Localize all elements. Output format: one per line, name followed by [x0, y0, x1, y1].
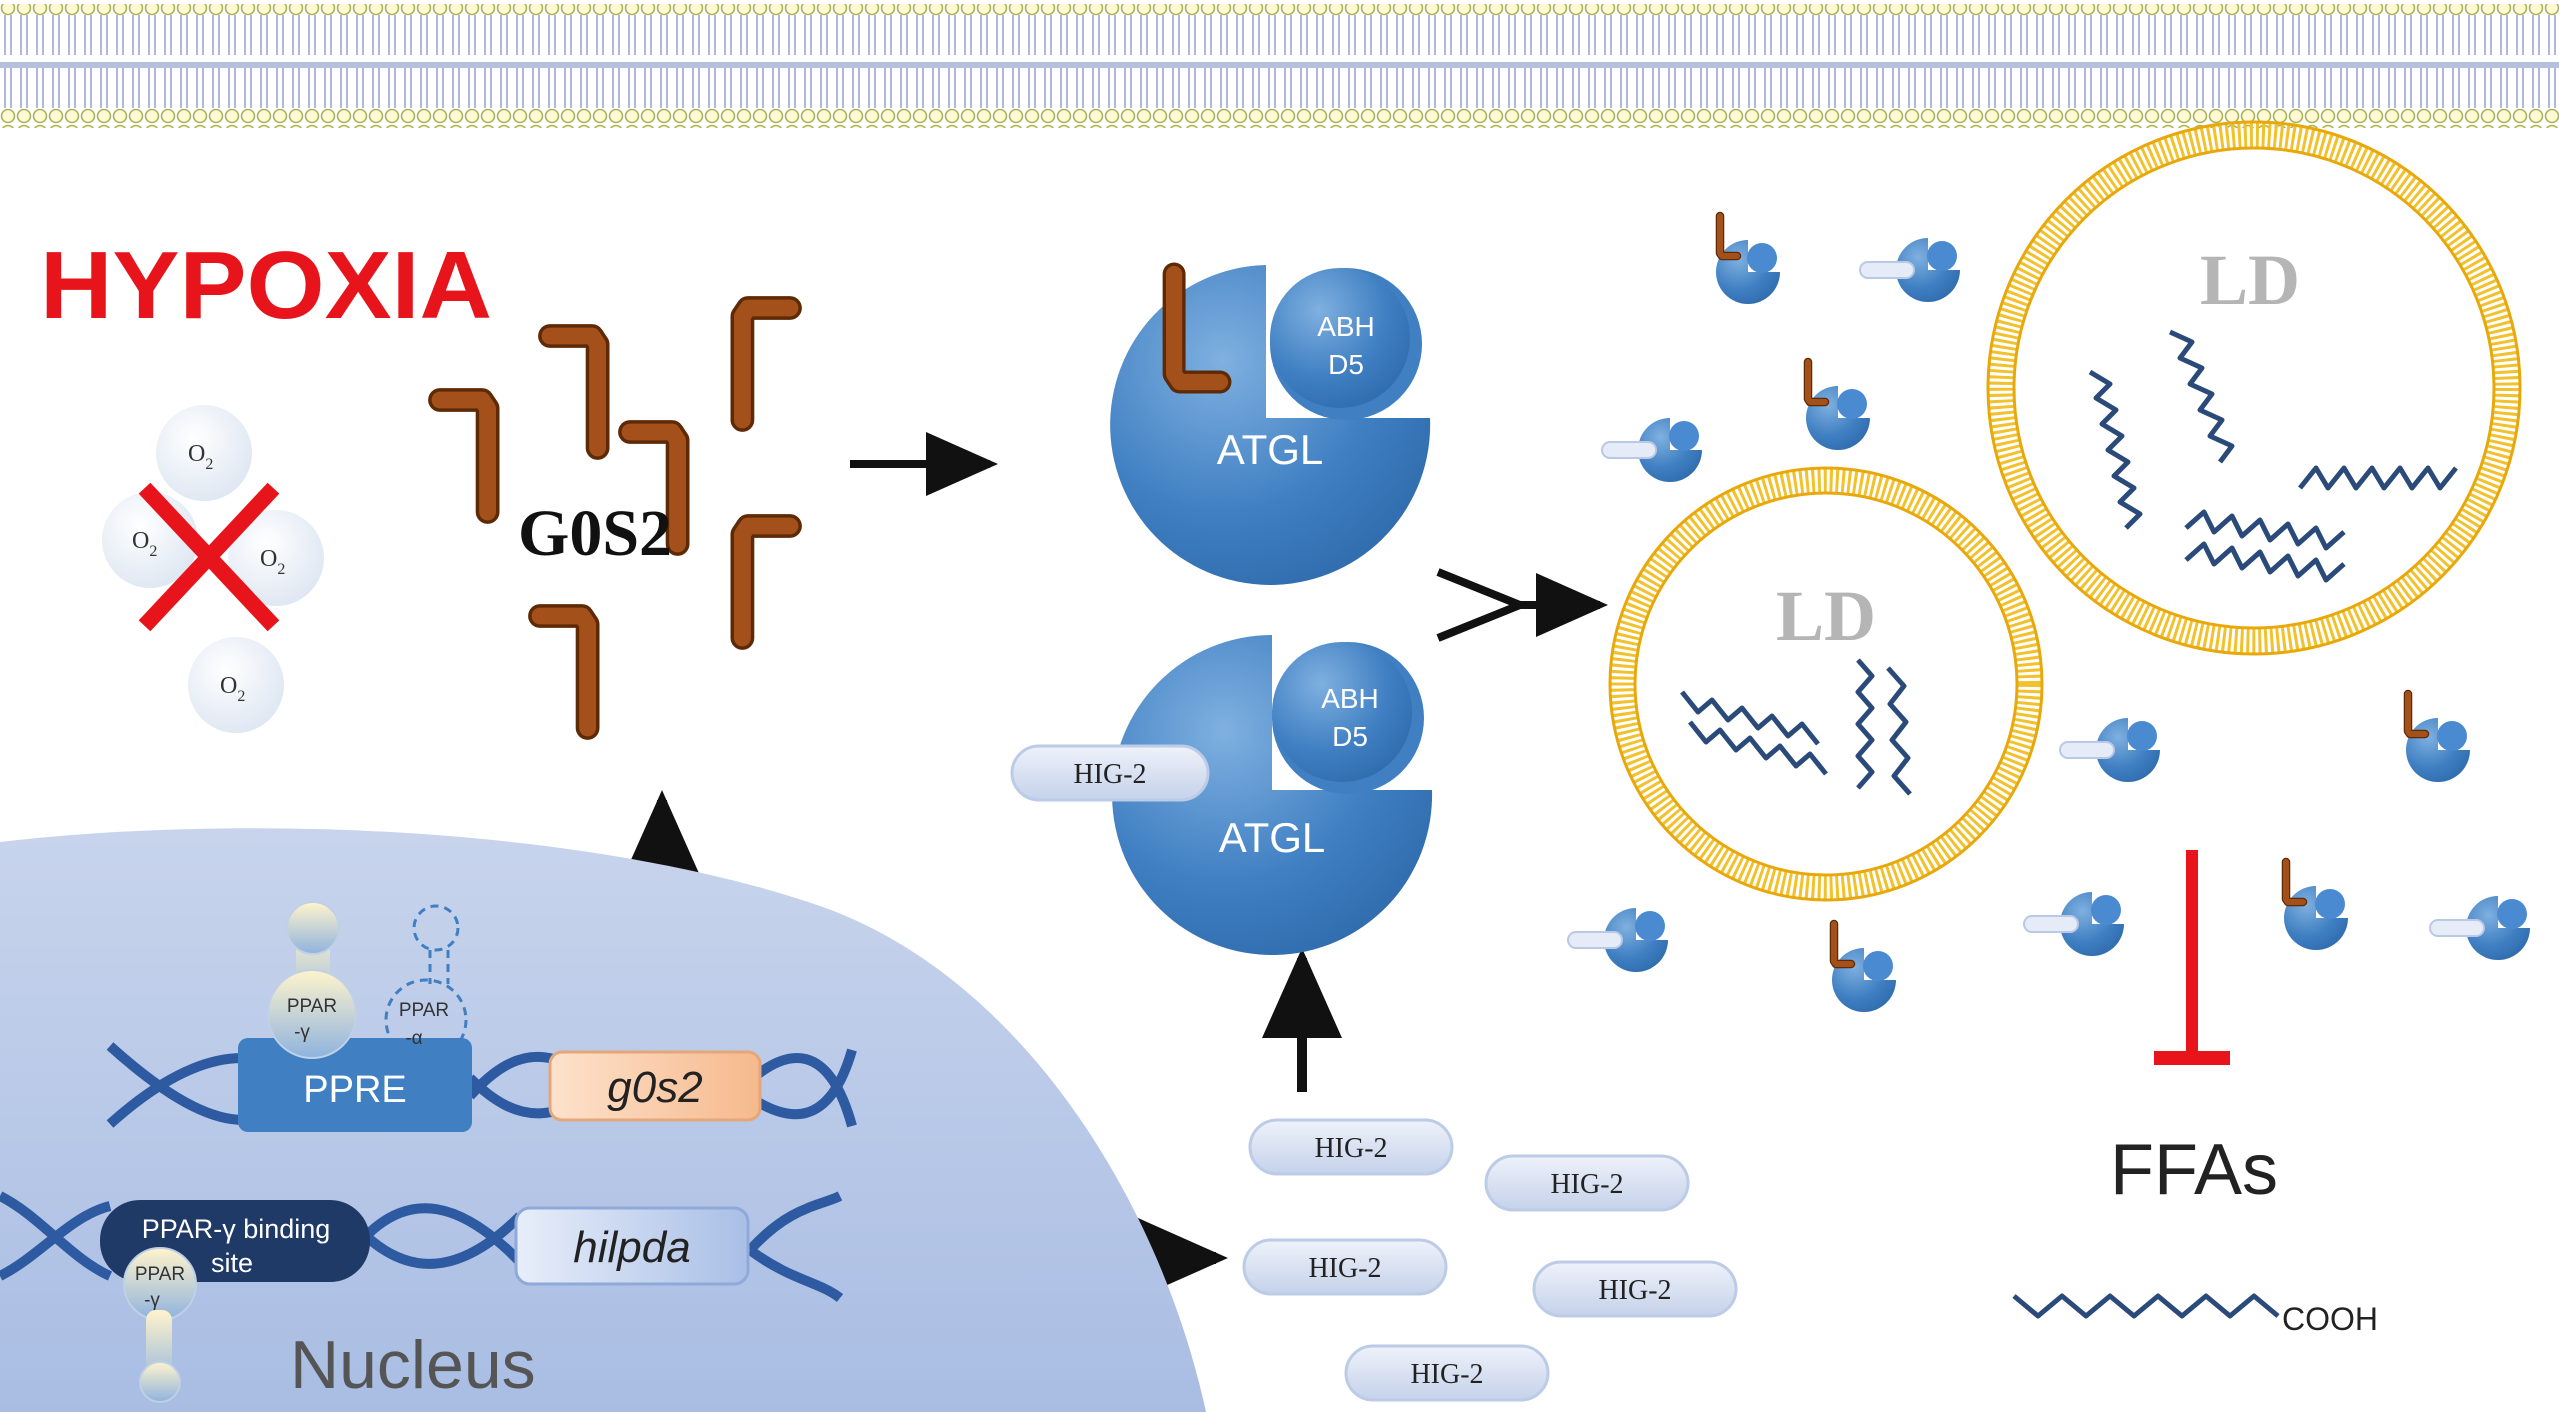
nucleus-label: Nucleus	[290, 1327, 536, 1403]
ld-label: LD	[1776, 576, 1876, 656]
hig2-bound	[1010, 744, 1210, 802]
g0s2-gene-label: g0s2	[607, 1063, 702, 1112]
atgl-label: ATGL	[1217, 426, 1324, 473]
svg-text:HIG-2: HIG-2	[1308, 1253, 1381, 1284]
atgl-complex-bottom: ABH D5 ATGL HIG-2	[1010, 635, 1433, 955]
cell-membrane	[0, 4, 2559, 128]
binding-site-label: site	[211, 1248, 253, 1278]
hilpda-gene-box	[514, 1206, 750, 1286]
svg-text:PPAR: PPAR	[135, 1264, 185, 1285]
ffas-label: FFAs	[2110, 1130, 2278, 1210]
svg-text:-γ: -γ	[144, 1290, 160, 1311]
atgl-label: ATGL	[1219, 814, 1326, 861]
ld-label: LD	[2200, 240, 2300, 320]
g0s2-protein	[550, 336, 598, 448]
g0s2-protein	[742, 308, 790, 420]
g0s2-protein	[540, 616, 588, 728]
svg-text:HIG-2: HIG-2	[1314, 1133, 1387, 1164]
hig2-pill: HIG-2	[1242, 1238, 1448, 1296]
oxygen-molecules: O2 O2 O2 O2	[102, 405, 324, 733]
svg-text:O2: O2	[132, 528, 157, 560]
fatty-acid-chain	[2012, 1293, 2280, 1319]
lipase-complexes	[1567, 216, 2530, 1012]
nucleus: Nucleus PPRE g0s2 PPAR -γ PP	[0, 828, 1206, 1412]
svg-text:HIG-2: HIG-2	[1598, 1275, 1671, 1306]
hig2-pill: HIG-2	[1532, 1260, 1738, 1318]
abhd5-label: D5	[1328, 349, 1364, 380]
svg-text:O2: O2	[220, 673, 245, 705]
ppar-gamma-factor-2: PPAR -γ	[123, 1247, 197, 1403]
dna-strand-hilpda	[0, 1191, 844, 1303]
lipid-droplet-small: LD	[1608, 466, 2044, 902]
ppar-gamma-factor: PPAR -γ	[267, 901, 357, 1059]
svg-text:HIG-2: HIG-2	[1410, 1359, 1483, 1390]
svg-text:HIG-2: HIG-2	[1550, 1169, 1623, 1200]
fatty-acid-chains	[1680, 658, 1912, 796]
ppar-alpha-label: PPAR	[399, 1000, 449, 1021]
abhd5-label: ABH	[1317, 311, 1375, 342]
hig2-pill: HIG-2	[1344, 1344, 1550, 1402]
svg-text:-γ: -γ	[294, 1022, 310, 1043]
hig2-pill: HIG-2	[1484, 1154, 1690, 1212]
binding-site-label: PPAR-γ binding	[142, 1214, 331, 1244]
hypoxia-title: HYPOXIA	[40, 232, 492, 339]
cooh-label: COOH	[2282, 1301, 2378, 1337]
cross-icon	[138, 482, 280, 632]
o2-molecule: O2	[188, 637, 284, 733]
abhd5-label: ABH	[1321, 683, 1379, 714]
ppre-label: PPRE	[303, 1069, 406, 1111]
ppar-alpha-factor	[384, 904, 468, 1062]
arrow-complexes-to-ld	[1436, 568, 1608, 642]
ppre-box	[238, 1038, 472, 1132]
svg-text:O2: O2	[188, 441, 213, 473]
o2-molecule: O2	[156, 405, 252, 501]
g0s2-protein	[742, 526, 790, 638]
hig2-free: HIG-2 HIG-2 HIG-2 HIG-2 HIG-2	[1242, 1118, 1738, 1402]
g0s2-label: G0S2	[518, 497, 672, 570]
g0s2-protein	[440, 400, 488, 512]
ppar-alpha-label: -α	[405, 1028, 422, 1049]
svg-text:HIG-2: HIG-2	[1073, 759, 1146, 790]
hig2-pill: HIG-2	[1248, 1118, 1454, 1176]
lipid-droplet-large: LD	[1986, 120, 2522, 656]
svg-text:PPAR: PPAR	[287, 996, 337, 1017]
svg-text:O2: O2	[260, 546, 285, 578]
g0s2-gene-box	[548, 1050, 762, 1122]
inhibition-icon	[2154, 850, 2230, 1065]
fatty-acid-chains	[2088, 329, 2458, 583]
hilpda-gene-label: hilpda	[573, 1223, 690, 1272]
atgl-complex-top: ABH D5 ATGL	[1110, 265, 1431, 585]
abhd5-label: D5	[1332, 721, 1368, 752]
o2-molecule: O2	[228, 510, 324, 606]
